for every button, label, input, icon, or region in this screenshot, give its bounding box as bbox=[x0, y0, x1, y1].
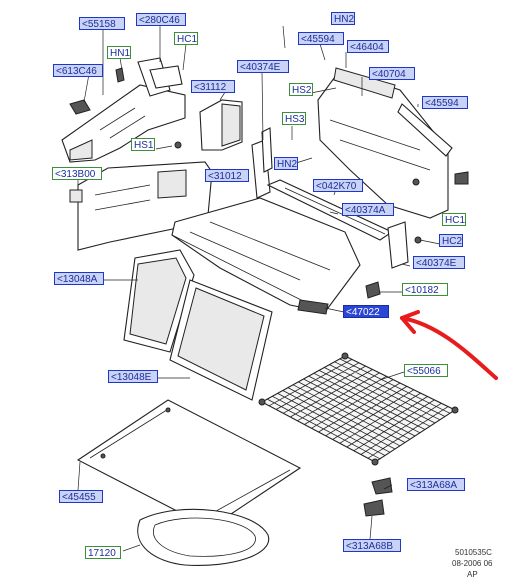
label-313A68A[interactable]: <313A68A bbox=[407, 478, 465, 491]
pillar-trim bbox=[251, 127, 273, 199]
label-31012[interactable]: <31012 bbox=[205, 169, 249, 182]
label-042K70[interactable]: <042K70 bbox=[313, 179, 363, 192]
label-47022[interactable]: <47022 bbox=[343, 305, 389, 318]
label-280C46[interactable]: <280C46 bbox=[136, 13, 186, 26]
label-45455[interactable]: <45455 bbox=[59, 490, 103, 503]
label-313A68B[interactable]: <313A68B bbox=[343, 539, 401, 552]
seatback-right bbox=[169, 279, 273, 401]
label-313B00[interactable]: <313B00 bbox=[52, 167, 102, 180]
load-cover bbox=[171, 197, 361, 315]
hooks bbox=[363, 477, 393, 517]
footer-ref: 5010535C bbox=[455, 548, 492, 557]
label-55158[interactable]: <55158 bbox=[79, 17, 125, 30]
footer-date: 08-2006 06 bbox=[452, 559, 493, 568]
spare-well bbox=[137, 508, 270, 566]
seatback-left bbox=[123, 249, 195, 353]
label-40374E-right[interactable]: <40374E bbox=[413, 256, 465, 269]
left-upper-trim bbox=[61, 57, 186, 163]
label-10182[interactable]: <10182 bbox=[402, 283, 448, 296]
label-HC1-right[interactable]: HC1 bbox=[442, 213, 466, 226]
label-HS2[interactable]: HS2 bbox=[289, 83, 313, 96]
label-45594-top[interactable]: <45594 bbox=[298, 32, 344, 45]
label-HC2[interactable]: HC2 bbox=[439, 234, 463, 247]
label-HC1-top[interactable]: HC1 bbox=[174, 32, 198, 45]
tailgate-trim bbox=[317, 67, 469, 219]
label-13048A[interactable]: <13048A bbox=[54, 272, 104, 285]
label-HN2-mid[interactable]: HN2 bbox=[274, 157, 298, 170]
footer-region: AP bbox=[467, 570, 478, 579]
label-55066[interactable]: <55066 bbox=[404, 364, 448, 377]
label-40374A[interactable]: <40374A bbox=[342, 203, 394, 216]
label-40704[interactable]: <40704 bbox=[369, 67, 415, 80]
label-40374E-top[interactable]: <40374E bbox=[237, 60, 289, 73]
speaker-box bbox=[199, 99, 243, 151]
label-613C46[interactable]: <613C46 bbox=[53, 64, 103, 77]
label-46404[interactable]: <46404 bbox=[347, 40, 389, 53]
label-45594-right[interactable]: <45594 bbox=[422, 96, 468, 109]
label-31112[interactable]: <31112 bbox=[191, 80, 235, 93]
side-bracket bbox=[365, 221, 422, 299]
red-arrow bbox=[400, 310, 498, 380]
label-13048E[interactable]: <13048E bbox=[108, 370, 158, 383]
label-HS3[interactable]: HS3 bbox=[282, 112, 306, 125]
floor-mat bbox=[76, 399, 302, 529]
label-HS1[interactable]: HS1 bbox=[131, 138, 155, 151]
cargo-net bbox=[258, 352, 459, 466]
label-17120[interactable]: 17120 bbox=[85, 546, 121, 559]
label-HN1[interactable]: HN1 bbox=[107, 46, 131, 59]
label-HN2-top[interactable]: HN2 bbox=[331, 12, 355, 25]
